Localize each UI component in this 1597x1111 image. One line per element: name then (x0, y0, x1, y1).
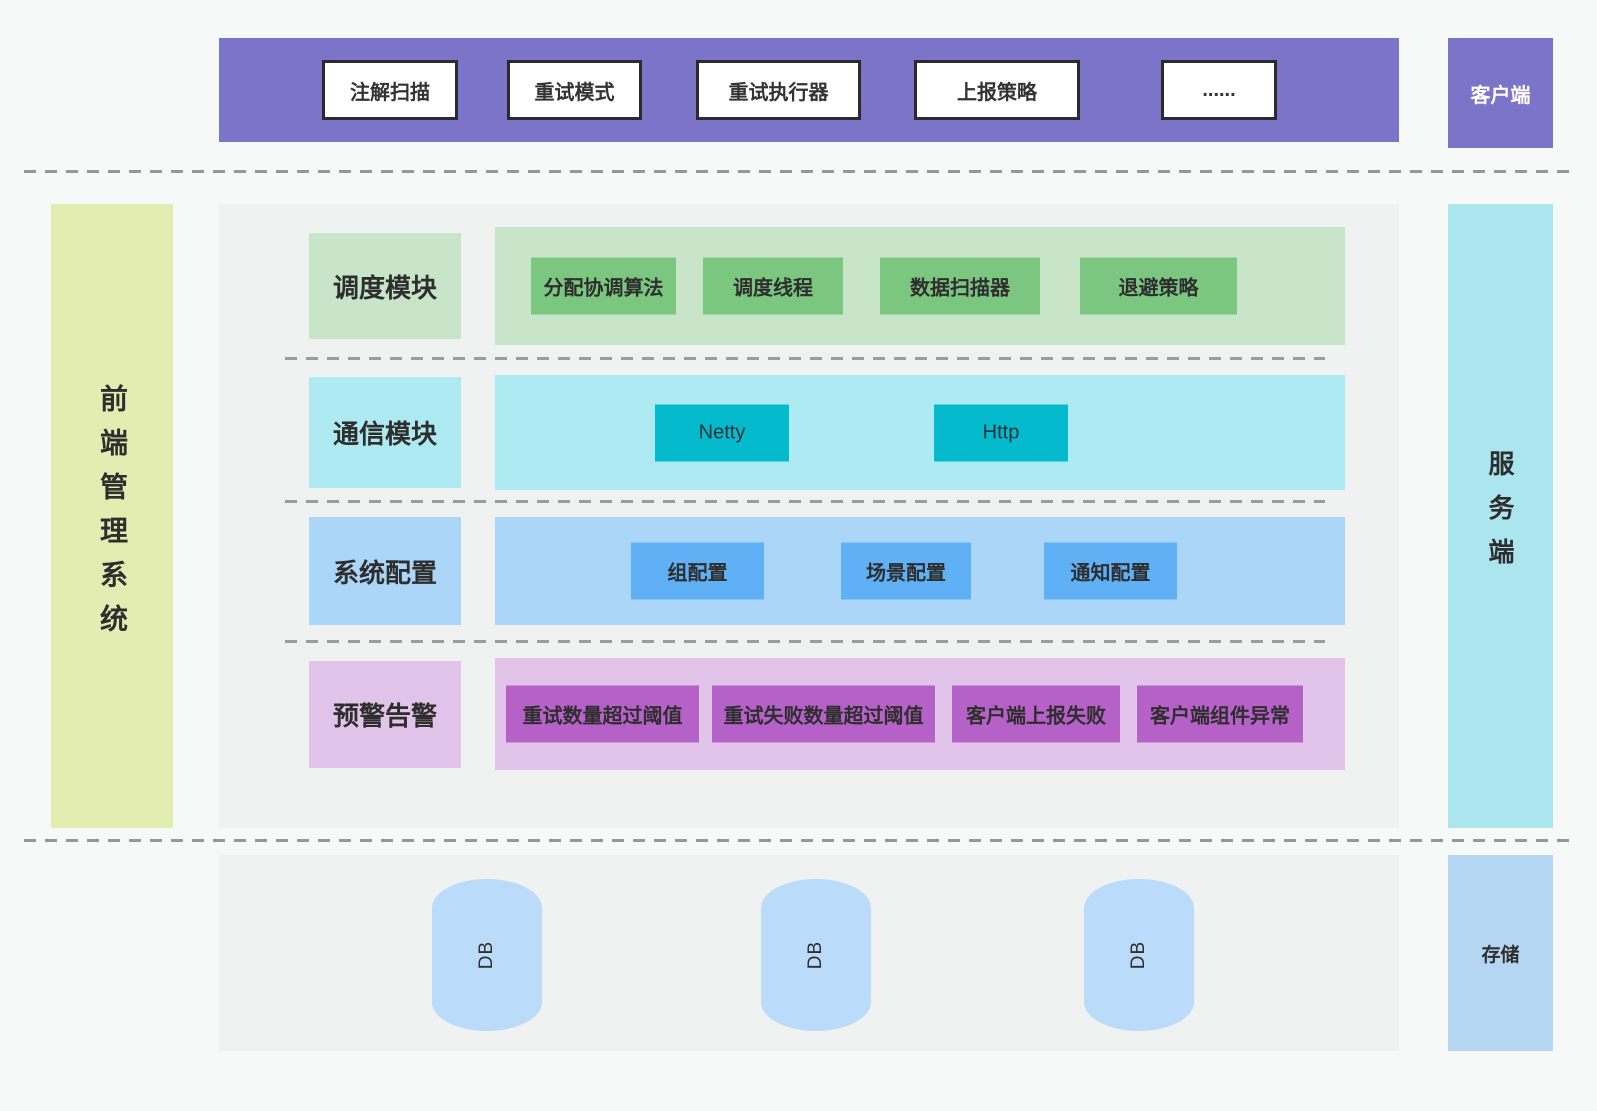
client-module-retry-mode: 重试模式 (507, 60, 642, 120)
database-cylinder: DB (432, 879, 542, 1031)
database-cylinder: DB (761, 879, 871, 1031)
row-divider (285, 357, 1325, 360)
alerting-module-label: 预警告警 (309, 661, 461, 768)
client-module-ellipsis: ...... (1161, 60, 1277, 120)
scheduling-item-allocation-algorithm: 分配协调算法 (531, 257, 676, 315)
client-side-label: 客户端 (1448, 38, 1553, 148)
system-config-label: 系统配置 (309, 517, 461, 625)
scheduling-item-data-scanner: 数据扫描器 (880, 257, 1040, 315)
client-layer-bar: 注解扫描 重试模式 重试执行器 上报策略 ...... (219, 38, 1399, 142)
divider-client-server (24, 170, 1573, 173)
scheduling-module-container: 分配协调算法 调度线程 数据扫描器 退避策略 (495, 227, 1345, 345)
client-module-retry-executor: 重试执行器 (696, 60, 861, 120)
config-item-group: 组配置 (631, 542, 764, 600)
server-panel: 调度模块 分配协调算法 调度线程 数据扫描器 退避策略 通信模块 Netty H… (219, 204, 1399, 828)
config-item-notify: 通知配置 (1044, 542, 1177, 600)
database-label: DB (476, 940, 497, 970)
row-divider (285, 500, 1325, 503)
client-module-annotation-scan: 注解扫描 (322, 60, 458, 120)
communication-item-http: Http (934, 404, 1068, 461)
alert-item-retry-count-threshold: 重试数量超过阈值 (506, 685, 699, 743)
database-cylinder: DB (1084, 879, 1194, 1031)
database-label: DB (805, 940, 826, 970)
alert-item-client-report-fail: 客户端上报失败 (952, 685, 1120, 743)
system-config-container: 组配置 场景配置 通知配置 (495, 517, 1345, 625)
server-side-sidebar: 服务端 (1448, 204, 1553, 828)
server-side-label: 服务端 (1485, 450, 1515, 582)
row-divider (285, 640, 1325, 643)
alert-item-client-component-error: 客户端组件异常 (1137, 685, 1303, 743)
scheduling-item-schedule-thread: 调度线程 (703, 257, 843, 315)
scheduling-module-label: 调度模块 (309, 233, 461, 339)
frontend-management-sidebar: 前端管理系统 (51, 204, 173, 828)
scheduling-item-backoff-strategy: 退避策略 (1080, 257, 1237, 315)
communication-module-container: Netty Http (495, 375, 1345, 490)
alert-item-retry-fail-threshold: 重试失败数量超过阈值 (712, 685, 935, 743)
config-item-scene: 场景配置 (841, 542, 971, 600)
divider-server-storage (24, 839, 1573, 842)
communication-module-label: 通信模块 (309, 377, 461, 488)
alerting-module-container: 重试数量超过阈值 重试失败数量超过阈值 客户端上报失败 客户端组件异常 (495, 658, 1345, 770)
storage-panel: DB DB DB (219, 855, 1399, 1051)
client-module-report-strategy: 上报策略 (914, 60, 1080, 120)
database-label: DB (1128, 940, 1149, 970)
storage-side-label: 存储 (1448, 855, 1553, 1051)
communication-item-netty: Netty (655, 404, 789, 461)
frontend-management-label: 前端管理系统 (97, 384, 128, 648)
